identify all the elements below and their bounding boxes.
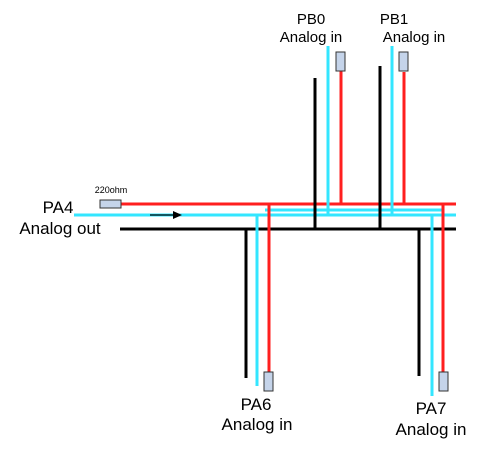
pa4-description: Analog out: [19, 219, 101, 238]
pa4-label: PA4: [43, 198, 74, 217]
pa7-description: Analog in: [396, 420, 467, 439]
pa6-label: PA6: [241, 395, 272, 414]
pb1-connector: [398, 51, 409, 72]
pa6-connector: [263, 371, 274, 392]
pa6-description: Analog in: [222, 415, 293, 434]
pa7-connector: [438, 371, 449, 392]
signal-direction-arrow: [150, 211, 182, 219]
pa7-label: PA7: [416, 399, 447, 418]
pb0-connector: [335, 51, 346, 72]
resistor-220ohm: [99, 199, 122, 209]
pb1-label: PB1: [380, 11, 408, 28]
resistor-label: 220ohm: [95, 185, 128, 195]
pb0-label: PB0: [297, 11, 325, 28]
pb0-description: Analog in: [280, 29, 343, 46]
pb1-description: Analog in: [383, 29, 446, 46]
